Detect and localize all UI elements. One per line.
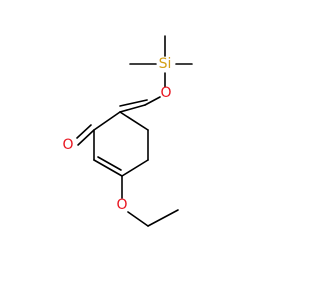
bond-ring-c1-c6 <box>93 111 121 131</box>
bond-carbonyl-double-a <box>77 129 95 146</box>
atom-oxygen-ethoxy-label: O <box>116 197 127 213</box>
bond-ring-c3-c2-double-b <box>97 156 122 171</box>
bond-layer <box>76 35 193 227</box>
atom-oxygen-si-label: O <box>160 85 171 101</box>
bond-exocyclic-double-b <box>119 99 148 107</box>
bond-ring-c4-c3 <box>121 159 149 177</box>
bond-oxygen-methine <box>144 96 161 106</box>
bond-exocyclic-double-a <box>119 104 146 113</box>
atom-oxygen-carbonyl-label: O <box>62 137 73 153</box>
bond-carbonyl-double-b <box>76 124 92 139</box>
bond-ring-c6-c5 <box>119 111 149 131</box>
atom-label-layer: Si O O O <box>62 56 171 213</box>
bond-ethoxy-oxygen-ch2 <box>127 211 149 227</box>
molecule-structure: Si O O O <box>62 35 193 227</box>
atom-silicon-label: Si <box>159 56 172 72</box>
bond-ring-c3-c2-double-a <box>93 159 123 177</box>
bond-ethoxy-ch2-ch3 <box>147 209 179 227</box>
